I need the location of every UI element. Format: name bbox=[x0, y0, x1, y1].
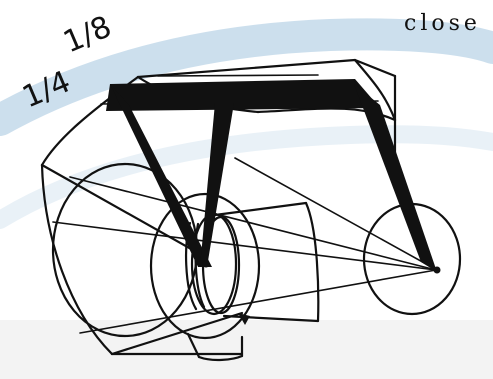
beam-right-wedge bbox=[354, 84, 437, 272]
top-guide-line bbox=[157, 74, 319, 77]
focal-points bbox=[202, 260, 441, 325]
beam-group bbox=[106, 79, 437, 272]
left-guide-line bbox=[52, 221, 437, 271]
label-eighth: 1/8 bbox=[58, 9, 116, 60]
beam-left-wedge bbox=[110, 84, 212, 267]
barrel-right bbox=[304, 201, 320, 323]
lower-guide-line bbox=[79, 269, 437, 334]
lower-pointer bbox=[238, 313, 250, 325]
right-guide-line bbox=[234, 157, 438, 271]
inner-lens-ellipse bbox=[149, 192, 261, 340]
label-close: close bbox=[404, 11, 481, 36]
right-top-edge bbox=[353, 58, 397, 122]
barrel-bottom bbox=[222, 314, 320, 323]
watermark-blue-arc-lower bbox=[0, 125, 493, 229]
watermark-group bbox=[0, 18, 493, 379]
outer-arc-lower bbox=[40, 163, 114, 356]
left-lower-projection-line bbox=[110, 311, 244, 356]
right-focal-point bbox=[433, 266, 441, 274]
far-left-guide-line bbox=[69, 176, 437, 271]
beam-top-band bbox=[106, 79, 380, 111]
left-focal-point bbox=[202, 260, 210, 268]
lens-base-bottom bbox=[197, 354, 244, 362]
beam-center-wedge bbox=[200, 103, 234, 267]
watermark-blue-arc bbox=[0, 18, 493, 136]
barrel-left-back-2 bbox=[194, 222, 206, 309]
barrel-top bbox=[213, 201, 308, 217]
left-projection-line bbox=[40, 163, 209, 260]
outer-lens-ellipse bbox=[51, 162, 199, 338]
watermark-gray-band bbox=[0, 320, 493, 379]
lens-base-left bbox=[186, 332, 201, 359]
